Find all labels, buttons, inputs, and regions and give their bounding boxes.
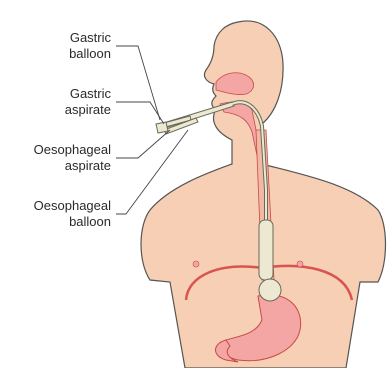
tube-end-stub bbox=[156, 122, 168, 133]
label-gastric-balloon-line2: balloon bbox=[69, 46, 111, 62]
label-oesophageal-aspirate-line2: aspirate bbox=[34, 158, 111, 174]
leader-gastric-balloon bbox=[116, 46, 160, 120]
oesophageal-balloon bbox=[259, 220, 273, 280]
leader-gastric-aspirate bbox=[116, 102, 164, 124]
label-oesophageal-balloon-line2: balloon bbox=[34, 214, 111, 230]
label-oesophageal-balloon-line1: Oesophageal bbox=[34, 198, 111, 214]
label-gastric-balloon-line1: Gastric bbox=[69, 30, 111, 46]
label-gastric-aspirate-line2: aspirate bbox=[65, 102, 111, 118]
label-oesophageal-balloon: Oesophageal balloon bbox=[34, 198, 111, 230]
left-nipple bbox=[193, 261, 199, 267]
label-gastric-balloon: Gastric balloon bbox=[69, 30, 111, 62]
gastric-balloon bbox=[259, 279, 281, 301]
label-oesophageal-aspirate: Oesophageal aspirate bbox=[34, 142, 111, 174]
right-nipple bbox=[297, 261, 303, 267]
leader-oesophageal-aspirate bbox=[116, 130, 170, 158]
label-gastric-aspirate-line1: Gastric bbox=[65, 86, 111, 102]
label-gastric-aspirate: Gastric aspirate bbox=[65, 86, 111, 118]
label-oesophageal-aspirate-line1: Oesophageal bbox=[34, 142, 111, 158]
